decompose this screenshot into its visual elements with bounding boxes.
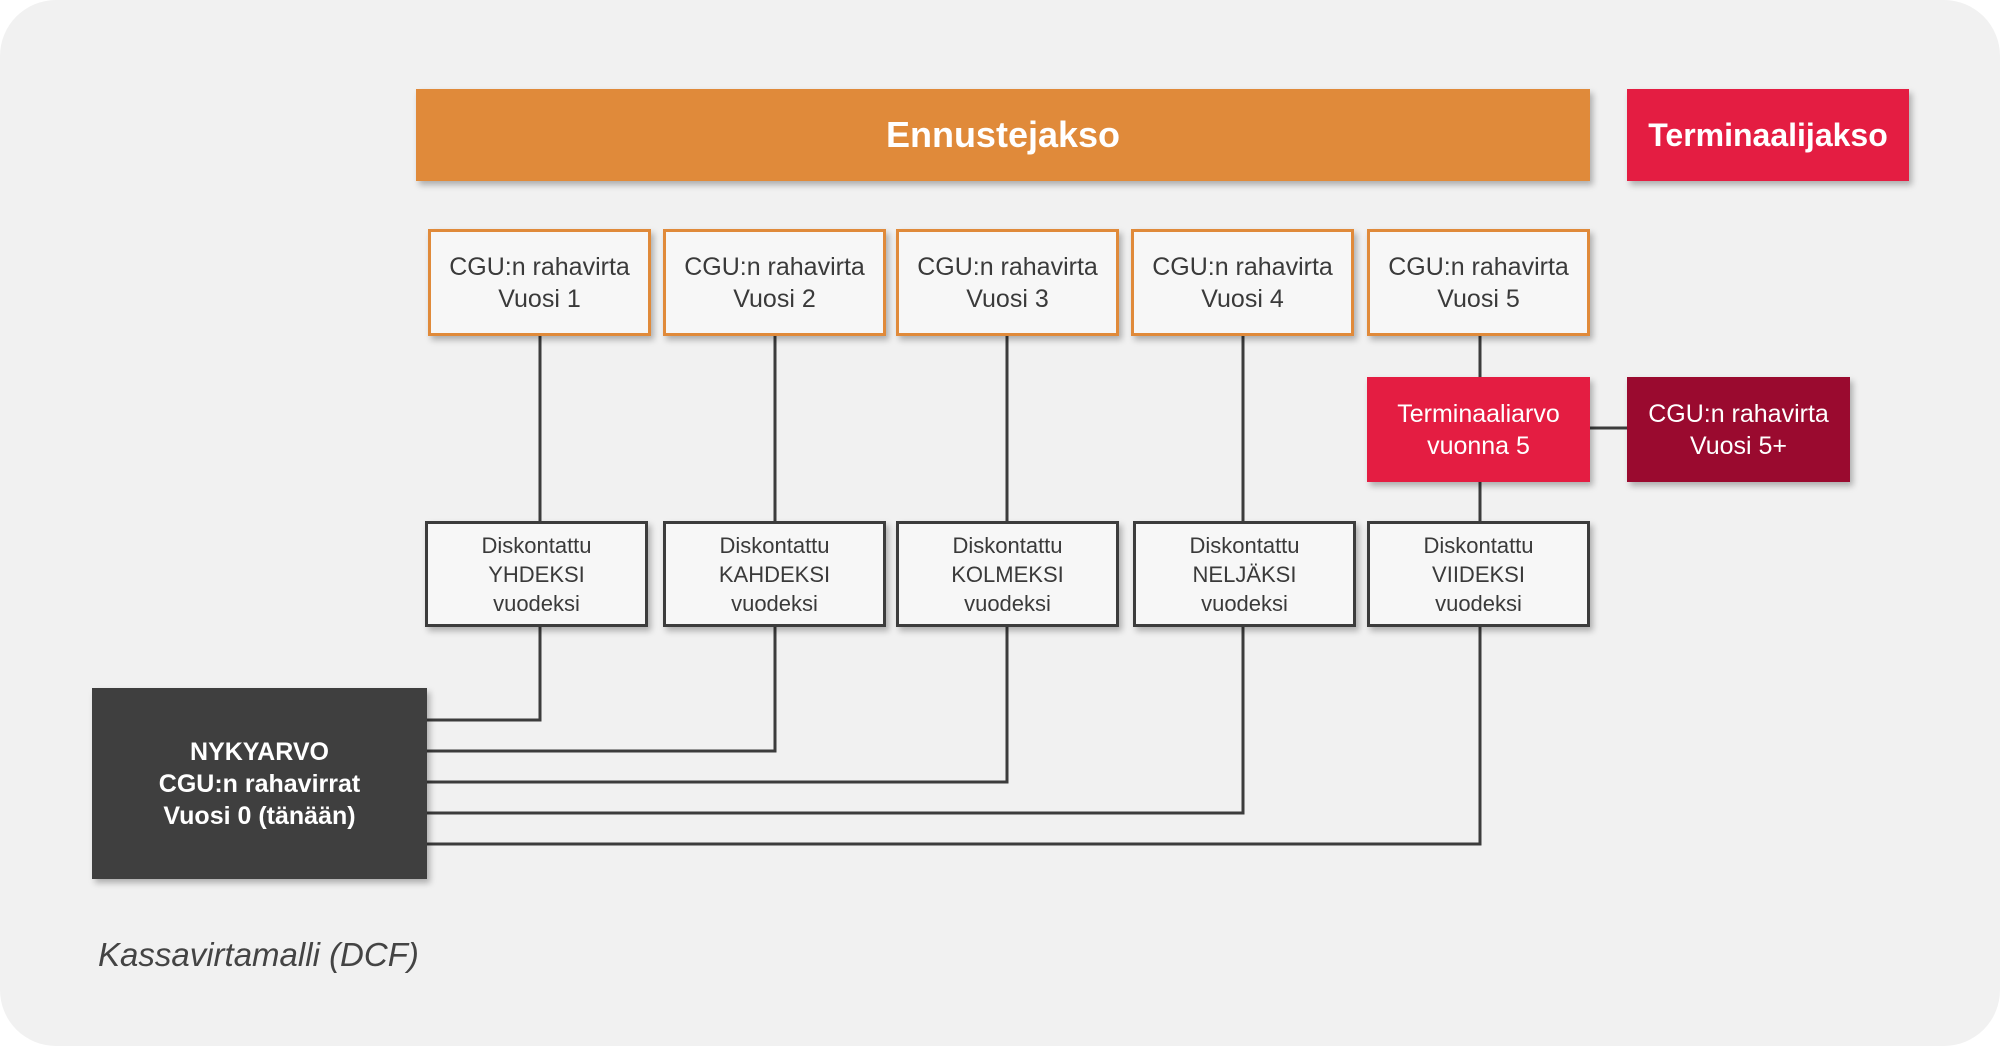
cashflow-label: CGU:n rahavirta: [1152, 252, 1333, 281]
discount-label: Diskontattu: [481, 532, 592, 558]
discount-unit: vuodeksi: [1435, 590, 1522, 616]
forecast-period-banner: Ennustejakso: [416, 89, 1590, 181]
discount-count: KAHDEKSI: [718, 561, 831, 587]
connector-pv-year2: [427, 627, 777, 753]
discount-box-year5: Diskontattu VIIDEKSI vuodeksi: [1367, 521, 1590, 627]
terminal-period-banner: Terminaalijakso: [1627, 89, 1909, 181]
present-value-year: Vuosi 0 (tänään): [163, 801, 356, 830]
discount-box-year3: Diskontattu KOLMEKSI vuodeksi: [896, 521, 1119, 627]
discount-unit: vuodeksi: [731, 590, 818, 616]
discount-count: VIIDEKSI: [1432, 561, 1525, 587]
discount-label: Diskontattu: [952, 532, 1063, 558]
present-value-title: NYKYARVO: [190, 737, 329, 766]
discount-unit: vuodeksi: [1201, 590, 1288, 616]
discount-label: Diskontattu: [719, 532, 830, 558]
discount-label: Diskontattu: [1423, 532, 1534, 558]
discount-unit: vuodeksi: [493, 590, 580, 616]
terminal-value-box: Terminaaliarvo vuonna 5: [1367, 377, 1590, 482]
present-value-subject: CGU:n rahavirrat: [158, 769, 361, 798]
terminal-cashflow-label: CGU:n rahavirta: [1648, 399, 1829, 428]
cashflow-label: CGU:n rahavirta: [449, 252, 630, 281]
terminal-cashflow-box: CGU:n rahavirta Vuosi 5+: [1627, 377, 1850, 482]
discount-label: Diskontattu: [1189, 532, 1300, 558]
cashflow-box-year5: CGU:n rahavirta Vuosi 5: [1367, 229, 1590, 336]
present-value-box: NYKYARVO CGU:n rahavirrat Vuosi 0 (tänää…: [92, 688, 427, 879]
terminal-value-year: vuonna 5: [1427, 431, 1530, 460]
cashflow-year: Vuosi 1: [498, 284, 581, 313]
cashflow-label: CGU:n rahavirta: [917, 252, 1098, 281]
connector-pv-year4: [427, 627, 1245, 815]
diagram-caption: Kassavirtamalli (DCF): [98, 936, 419, 973]
discount-unit: vuodeksi: [964, 590, 1051, 616]
cashflow-year: Vuosi 3: [966, 284, 1049, 313]
cashflow-label: CGU:n rahavirta: [684, 252, 865, 281]
terminal-cashflow-year: Vuosi 5+: [1689, 431, 1788, 460]
cashflow-label: CGU:n rahavirta: [1388, 252, 1569, 281]
discount-count: KOLMEKSI: [951, 561, 1064, 587]
connector-pv-year1: [427, 627, 542, 722]
cashflow-box-year4: CGU:n rahavirta Vuosi 4: [1131, 229, 1354, 336]
discount-box-year2: Diskontattu KAHDEKSI vuodeksi: [663, 521, 886, 627]
discount-box-year1: Diskontattu YHDEKSI vuodeksi: [425, 521, 648, 627]
cashflow-box-year1: CGU:n rahavirta Vuosi 1: [428, 229, 651, 336]
connector-pv-year5: [427, 627, 1482, 846]
connector-pv-year3: [427, 627, 1009, 784]
cashflow-box-year2: CGU:n rahavirta Vuosi 2: [663, 229, 886, 336]
cashflow-year: Vuosi 2: [733, 284, 816, 313]
cashflow-year: Vuosi 5: [1437, 284, 1520, 313]
discount-count: NELJÄKSI: [1192, 561, 1297, 587]
forecast-period-label: Ennustejakso: [885, 114, 1121, 155]
cashflow-box-year3: CGU:n rahavirta Vuosi 3: [896, 229, 1119, 336]
terminal-value-label: Terminaaliarvo: [1397, 399, 1560, 428]
discount-box-year4: Diskontattu NELJÄKSI vuodeksi: [1133, 521, 1356, 627]
discount-count: YHDEKSI: [488, 561, 585, 587]
cashflow-year: Vuosi 4: [1201, 284, 1284, 313]
terminal-period-label: Terminaalijakso: [1648, 116, 1888, 153]
